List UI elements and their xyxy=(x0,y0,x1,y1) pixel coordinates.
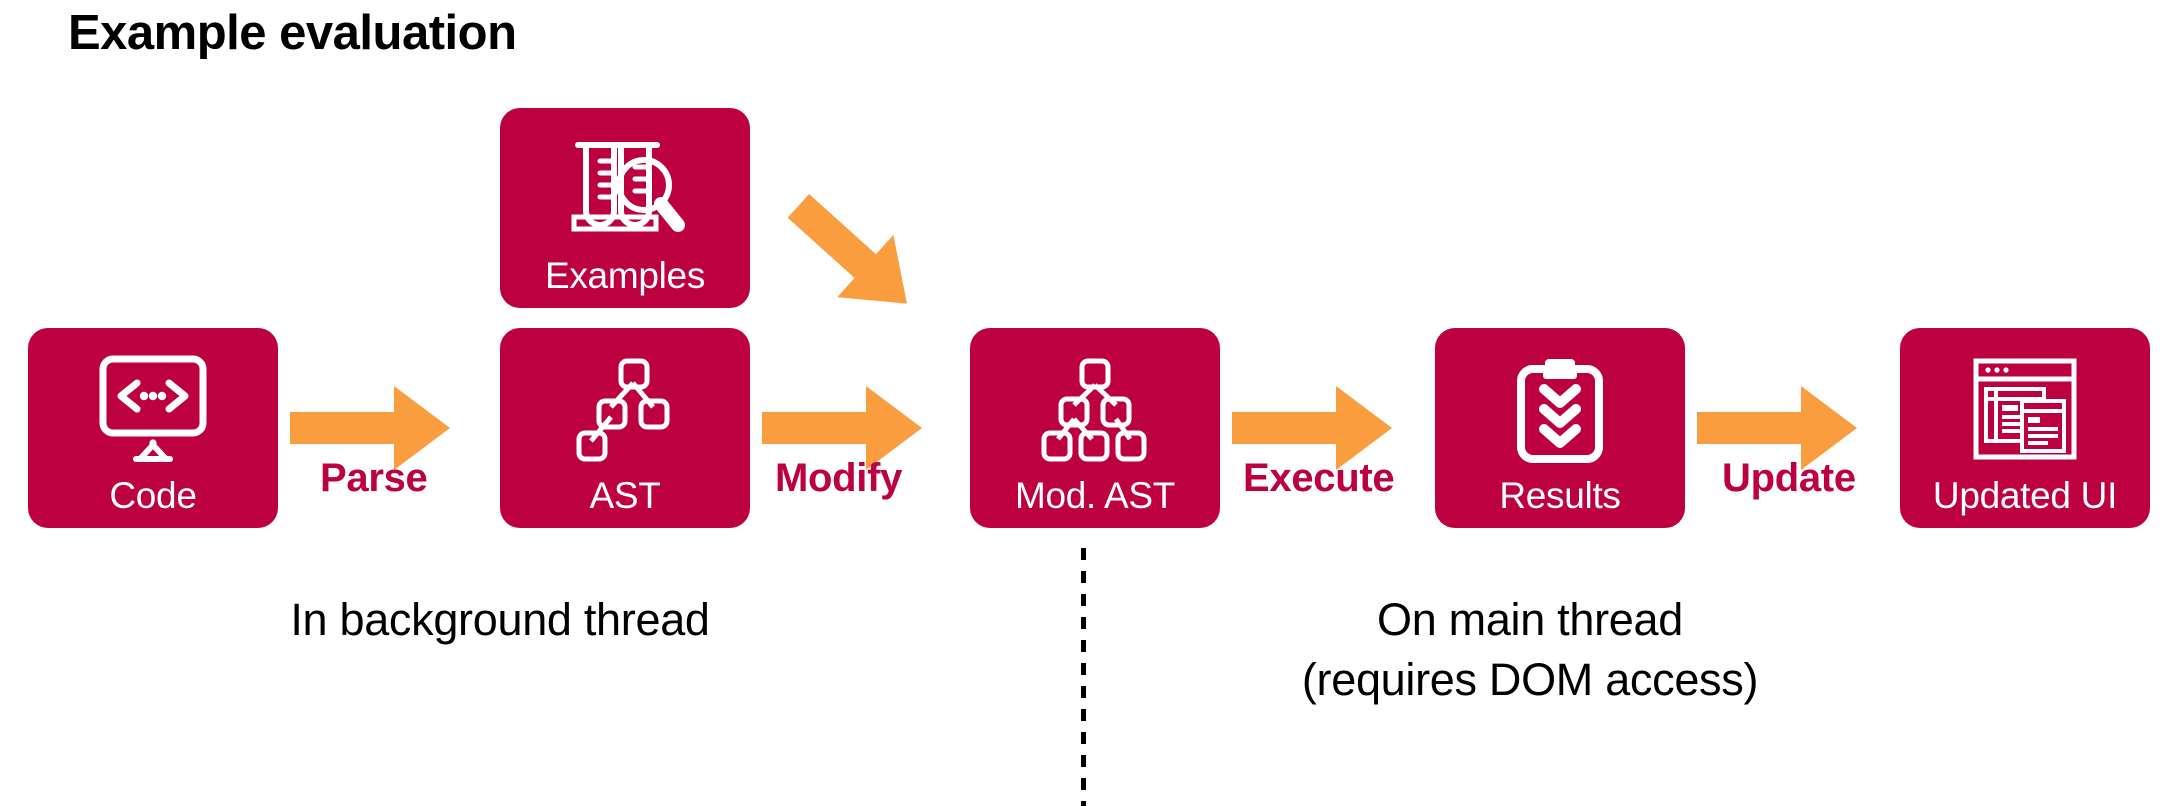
node-modast[interactable]: Mod. AST xyxy=(970,328,1220,528)
node-label: Examples xyxy=(544,255,706,296)
clipboard-checks-icon xyxy=(1435,354,1685,464)
node-label: Code xyxy=(109,475,197,516)
caption-main-thread: On main thread (requires DOM access) xyxy=(1180,590,1880,710)
step-label-update: Update xyxy=(1722,456,1856,500)
arrow-diagonal-down-right-icon xyxy=(760,185,960,335)
step-label-parse: Parse xyxy=(320,456,428,500)
tree-full-icon xyxy=(970,354,1220,464)
step-label-execute: Execute xyxy=(1243,456,1395,500)
caption-line: (requires DOM access) xyxy=(1301,653,1759,705)
arrow-right-icon-parse xyxy=(290,386,450,470)
caption-background-thread: In background thread xyxy=(220,590,780,650)
node-updatedui[interactable]: Updated UI xyxy=(1900,328,2150,528)
node-label: AST xyxy=(589,475,661,516)
thread-divider-dotted-line xyxy=(1081,548,1086,806)
node-results[interactable]: Results xyxy=(1435,328,1685,528)
node-ast[interactable]: AST xyxy=(500,328,750,528)
arrow-right-icon-execute xyxy=(1232,386,1392,470)
node-label: Results xyxy=(1499,475,1621,516)
caption-line: In background thread xyxy=(290,594,710,645)
page-title: Example evaluation xyxy=(68,6,517,60)
node-examples[interactable]: Examples xyxy=(500,108,750,308)
arrow-right-icon-modify xyxy=(762,386,922,470)
browser-window-icon xyxy=(1900,354,2150,464)
test-tubes-magnifier-icon xyxy=(500,134,750,244)
arrow-right-icon-update xyxy=(1697,386,1857,470)
node-label: Updated UI xyxy=(1932,475,2118,516)
tree-small-icon xyxy=(500,354,750,464)
caption-line: On main thread xyxy=(1377,594,1683,645)
node-code[interactable]: Code xyxy=(28,328,278,528)
monitor-code-icon xyxy=(28,354,278,464)
step-label-modify: Modify xyxy=(775,456,903,500)
node-label: Mod. AST xyxy=(1014,475,1176,516)
